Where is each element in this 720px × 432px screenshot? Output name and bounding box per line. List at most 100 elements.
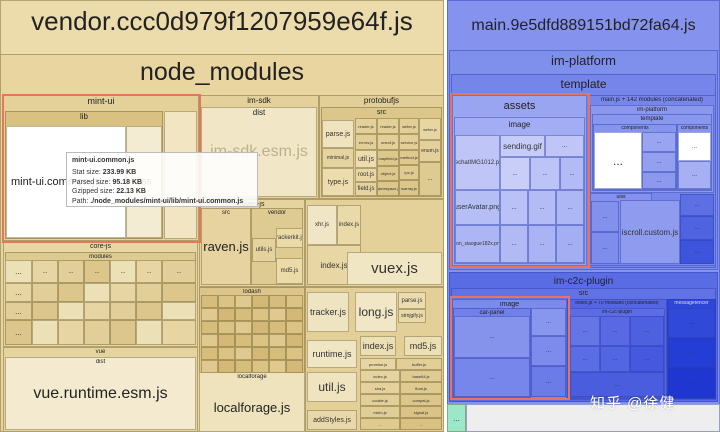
module-tile[interactable]: writer.js <box>399 118 419 134</box>
module-tile[interactable] <box>252 360 269 373</box>
parse-file-2[interactable]: parse.js <box>398 292 426 309</box>
md5-file-2[interactable]: md5.js <box>404 336 442 356</box>
module-tile[interactable]: ... <box>162 260 196 283</box>
module-tile[interactable]: ... <box>591 232 619 264</box>
module-tile[interactable] <box>286 347 303 360</box>
module-tile[interactable] <box>269 295 286 308</box>
raven-md5-file[interactable]: md5.js <box>276 258 303 284</box>
module-tile[interactable]: root.js <box>355 168 377 182</box>
module-tile[interactable] <box>218 360 235 373</box>
components-big-file[interactable]: ... <box>594 132 642 189</box>
module-tile[interactable] <box>162 320 196 345</box>
module-tile[interactable]: ... <box>668 308 715 338</box>
module-tile[interactable]: ... <box>556 190 584 225</box>
module-tile[interactable]: float.js <box>400 382 442 394</box>
module-tile[interactable] <box>218 321 235 334</box>
sending-gif-file[interactable]: sending.gif <box>500 135 545 157</box>
module-tile[interactable]: isarray.js <box>399 180 419 196</box>
addstyles-file[interactable]: addStyles.js <box>307 410 357 430</box>
module-tile[interactable]: buffer.js <box>396 358 442 370</box>
module-tile[interactable]: ... <box>528 225 556 263</box>
module-tile[interactable] <box>269 334 286 347</box>
iscroll-file[interactable]: iscroll.custom.js <box>620 200 680 264</box>
module-tile[interactable] <box>162 302 196 320</box>
module-tile[interactable] <box>84 320 110 345</box>
module-tile[interactable]: ... <box>110 260 136 283</box>
module-tile[interactable] <box>84 302 110 320</box>
module-tile[interactable]: reader.js <box>377 118 399 134</box>
module-tile[interactable]: util.js <box>355 150 377 168</box>
module-tile[interactable]: ... <box>556 225 584 263</box>
vue-dist[interactable]: dist vue.runtime.esm.js <box>5 357 196 430</box>
module-tile[interactable]: ... <box>500 190 528 225</box>
module-tile[interactable] <box>235 321 252 334</box>
module-tile[interactable] <box>252 321 269 334</box>
module-tile[interactable]: ... <box>5 260 32 283</box>
module-tile[interactable] <box>84 283 110 302</box>
module-tile[interactable]: object.js <box>377 166 399 181</box>
icon-xiaogue-file[interactable]: icon_xiaogue182x.png <box>455 225 500 263</box>
module-tile[interactable]: ... <box>454 316 530 358</box>
module-tile[interactable]: ... <box>680 240 714 264</box>
module-tile[interactable]: ... <box>136 260 162 283</box>
module-tile[interactable]: service.js <box>399 134 419 150</box>
module-tile[interactable]: errors.js <box>355 134 377 150</box>
module-tile[interactable]: ... <box>630 346 664 372</box>
module-tile[interactable]: ... <box>531 366 566 397</box>
module-tile[interactable]: ... <box>630 316 664 346</box>
module-tile[interactable]: mapfield.js <box>377 150 399 166</box>
module-tile[interactable]: ... <box>545 135 584 157</box>
module-tile[interactable]: rpc.js <box>399 165 419 180</box>
module-tile[interactable] <box>32 302 58 320</box>
localforage-group[interactable]: localforage localforage.js <box>199 372 305 432</box>
module-tile[interactable] <box>162 283 196 302</box>
index-file[interactable]: index.js <box>337 205 361 245</box>
module-tile[interactable] <box>201 334 218 347</box>
module-tile[interactable]: method.js <box>399 150 419 165</box>
module-tile[interactable] <box>218 295 235 308</box>
module-tile[interactable] <box>252 347 269 360</box>
module-tile[interactable]: ... <box>560 157 584 190</box>
module-tile[interactable] <box>136 302 162 320</box>
module-tile[interactable] <box>110 302 136 320</box>
module-tile[interactable]: base64.js <box>400 370 442 382</box>
module-tile[interactable] <box>136 320 162 345</box>
module-tile[interactable]: ... <box>600 346 630 372</box>
module-tile[interactable] <box>218 347 235 360</box>
strnjgify-file[interactable]: strnjgify.js <box>398 309 426 323</box>
module-tile[interactable]: ... <box>5 302 32 320</box>
module-tile[interactable] <box>218 308 235 321</box>
module-tile[interactable] <box>269 360 286 373</box>
module-tile[interactable]: ... <box>419 162 441 196</box>
module-tile[interactable]: ... <box>500 225 528 263</box>
module-tile[interactable] <box>235 295 252 308</box>
module-tile[interactable]: ... <box>5 283 32 302</box>
useravatar-file[interactable]: userAvatar.png <box>455 190 500 225</box>
module-tile[interactable] <box>32 283 58 302</box>
module-tile[interactable] <box>201 321 218 334</box>
module-tile[interactable] <box>252 295 269 308</box>
module-tile[interactable]: ... <box>570 316 600 346</box>
module-tile[interactable]: ... <box>570 346 600 372</box>
module-tile[interactable] <box>235 360 252 373</box>
module-tile[interactable]: ... <box>600 316 630 346</box>
module-tile[interactable]: ... <box>528 190 556 225</box>
module-tile[interactable]: ... <box>680 194 714 216</box>
module-tile[interactable] <box>218 334 235 347</box>
module-tile[interactable]: ... <box>680 216 714 240</box>
module-tile[interactable] <box>235 334 252 347</box>
small-green-chunk[interactable]: ... <box>447 404 466 432</box>
module-tile[interactable]: ... <box>530 157 560 190</box>
module-tile[interactable] <box>58 302 84 320</box>
module-tile[interactable]: promise.js <box>360 358 396 370</box>
module-tile[interactable]: field.js <box>355 182 377 196</box>
module-tile[interactable]: signal.js <box>400 406 442 418</box>
module-tile[interactable]: enum.js <box>419 140 441 162</box>
module-tile[interactable]: ... <box>668 368 715 398</box>
module-tile[interactable] <box>269 347 286 360</box>
module-tile[interactable]: reader.js <box>355 118 377 134</box>
module-tile[interactable] <box>286 321 303 334</box>
module-tile[interactable] <box>286 360 303 373</box>
module-tile[interactable]: ... <box>454 358 530 397</box>
module-tile[interactable]: ... <box>642 172 676 189</box>
